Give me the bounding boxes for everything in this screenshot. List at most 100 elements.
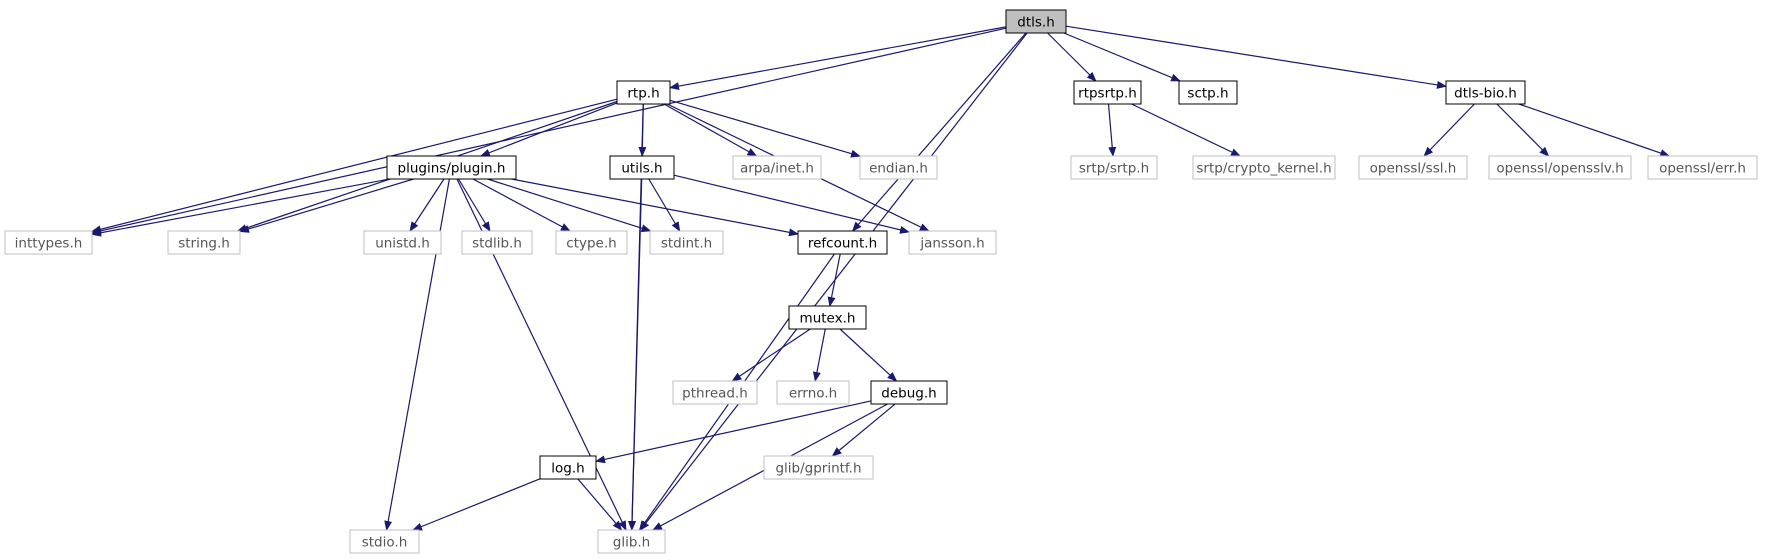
node-box: [1358, 155, 1468, 180]
node-label: dtls.h: [1017, 15, 1055, 31]
node-refcount[interactable]: refcount.h: [797, 230, 888, 255]
node-label: debug.h: [881, 386, 936, 402]
node-plugin[interactable]: plugins/plugin.h: [386, 155, 517, 180]
edge-dtlsbio-to-opensslv: [1496, 103, 1550, 157]
node-rtpsrtp[interactable]: rtpsrtp.h: [1073, 80, 1142, 105]
node-label: glib.h: [613, 535, 651, 551]
node-label: inttypes.h: [15, 236, 83, 252]
node-crypto: srtp/crypto_kernel.h: [1192, 155, 1336, 180]
node-box: [597, 529, 666, 554]
node-box: [788, 305, 867, 330]
edge-dtls-to-inttypes: [91, 27, 1007, 235]
node-label: srtp/srtp.h: [1079, 161, 1149, 177]
node-label: sctp.h: [1187, 86, 1228, 102]
edge-dtls-to-glib: [639, 32, 1028, 531]
node-srtph: srtp/srtp.h: [1070, 155, 1158, 180]
node-pthread: pthread.h: [672, 380, 758, 405]
node-label: srtp/crypto_kernel.h: [1196, 161, 1331, 177]
node-label: openssl/err.h: [1659, 161, 1746, 177]
edge-rtp-to-utils: [638, 103, 647, 157]
edge-plugin-to-string: [239, 178, 414, 233]
edge-utils-to-jansson: [673, 174, 910, 234]
node-label: rtpsrtp.h: [1078, 86, 1137, 102]
edge-rtp-to-arpa: [663, 103, 758, 157]
edge-mutex-to-errno: [812, 328, 826, 382]
edge-dtls-to-dtlsbio: [1065, 25, 1447, 89]
node-arpa: arpa/inet.h: [732, 155, 822, 180]
node-err: openssl/err.h: [1647, 155, 1758, 180]
edge-plugin-to-inttypes: [91, 178, 390, 237]
edge-plugin-to-stdint: [487, 178, 652, 233]
node-label: stdlib.h: [472, 236, 522, 252]
edge-refcount-to-mutex: [827, 253, 841, 307]
edge-dtlsbio-to-err: [1518, 103, 1671, 157]
node-box: [859, 155, 938, 180]
edge-rtpsrtp-to-srtph: [1107, 103, 1117, 157]
node-label: dtls-bio.h: [1454, 86, 1517, 102]
node-box: [1192, 155, 1336, 180]
edge-dtlsbio-to-ssl: [1423, 103, 1475, 157]
node-box: [167, 230, 241, 255]
node-box: [797, 230, 888, 255]
node-label: rtp.h: [627, 86, 659, 102]
node-inttypes: inttypes.h: [4, 230, 93, 255]
node-label: stdint.h: [661, 236, 712, 252]
edge-debug-to-log: [595, 400, 872, 464]
node-box: [1445, 80, 1526, 105]
node-sctp[interactable]: sctp.h: [1178, 80, 1238, 105]
node-label: endian.h: [869, 161, 928, 177]
node-box: [539, 455, 597, 480]
node-log[interactable]: log.h: [539, 455, 597, 480]
edge-dtls-to-rtp: [669, 26, 1007, 91]
node-box: [1647, 155, 1758, 180]
node-label: jansson.h: [919, 236, 984, 252]
node-endian: endian.h: [859, 155, 938, 180]
node-box: [1178, 80, 1238, 105]
node-stdint: stdint.h: [649, 230, 724, 255]
node-box: [1070, 155, 1158, 180]
node-mutex[interactable]: mutex.h: [788, 305, 867, 330]
node-label: string.h: [178, 236, 230, 252]
node-ssl: openssl/ssl.h: [1358, 155, 1468, 180]
node-dtlsbio[interactable]: dtls-bio.h: [1445, 80, 1526, 105]
edge-log-to-glib: [577, 478, 623, 531]
edge-dtls-to-sctp: [1063, 32, 1182, 82]
node-label: refcount.h: [808, 236, 877, 252]
node-box: [649, 230, 724, 255]
edge-plugin-to-refcount: [511, 178, 799, 237]
node-debug[interactable]: debug.h: [870, 380, 948, 405]
edge-rtp-to-plugin: [479, 102, 618, 157]
node-box: [1488, 155, 1632, 180]
node-label: errno.h: [789, 386, 837, 402]
node-unistd: unistd.h: [363, 230, 442, 255]
edge-log-to-stdio: [412, 478, 541, 531]
node-box: [1005, 9, 1067, 34]
edge-mutex-to-debug: [839, 328, 898, 382]
node-label: plugins/plugin.h: [398, 161, 506, 177]
edge-dtls-to-refcount: [851, 32, 1027, 232]
node-box: [1073, 80, 1142, 105]
node-box: [4, 230, 93, 255]
node-string: string.h: [167, 230, 241, 255]
node-glib: glib.h: [597, 529, 666, 554]
node-box: [763, 455, 874, 480]
edge-utils-to-glib: [628, 178, 643, 531]
node-box: [349, 529, 420, 554]
node-ctype: ctype.h: [555, 230, 628, 255]
node-box: [461, 230, 533, 255]
node-utils[interactable]: utils.h: [609, 155, 675, 180]
node-box: [908, 230, 997, 255]
edge-plugin-to-stdlib: [457, 178, 491, 232]
node-opensslv: openssl/opensslv.h: [1488, 155, 1632, 180]
node-stdio: stdio.h: [349, 529, 420, 554]
node-errno: errno.h: [776, 380, 850, 405]
node-label: mutex.h: [800, 311, 856, 327]
node-stdlib: stdlib.h: [461, 230, 533, 255]
edge-utils-to-stdint: [648, 178, 681, 232]
node-dtls[interactable]: dtls.h: [1005, 9, 1067, 34]
edges-layer: [91, 25, 1671, 531]
node-rtp[interactable]: rtp.h: [616, 80, 671, 105]
node-label: openssl/opensslv.h: [1496, 161, 1623, 177]
node-label: glib/gprintf.h: [775, 461, 861, 477]
